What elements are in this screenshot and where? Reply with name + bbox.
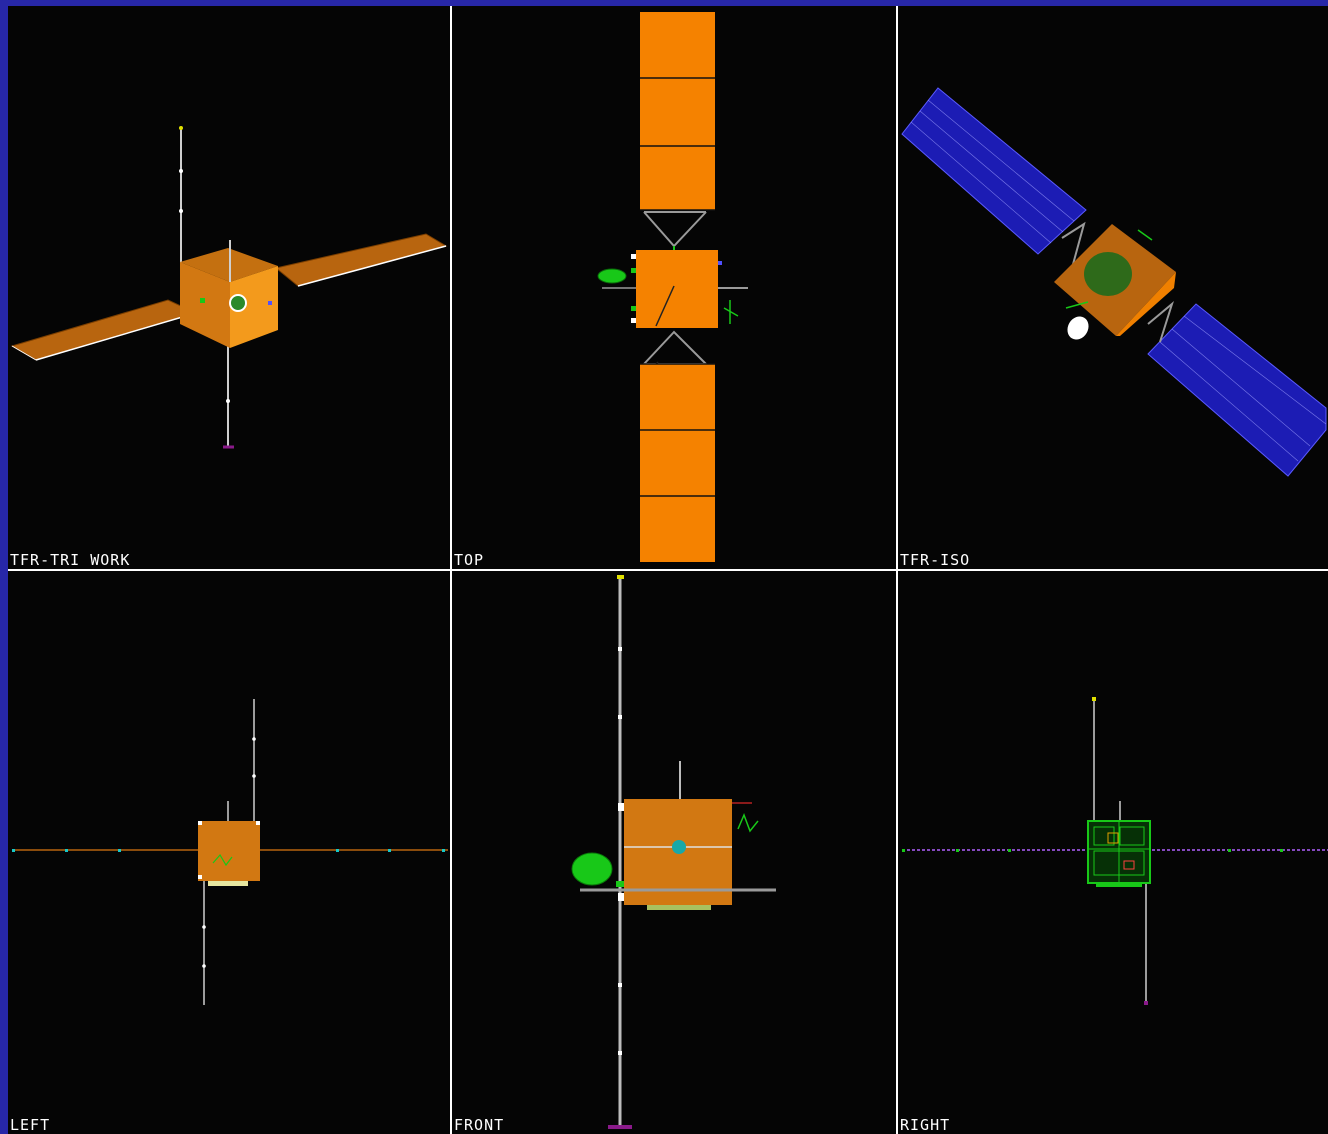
viewport-label-tfr-tri-work: TFR-TRI WORK (10, 551, 131, 569)
viewport-top[interactable]: TOP (452, 6, 896, 569)
viewport-tfr-iso[interactable]: TFR-ISO (898, 6, 1328, 569)
satellite-model-isometric (901, 87, 1327, 477)
viewport-label-top: TOP (454, 551, 485, 569)
viewport-tfr-tri-work[interactable]: TFR-TRI WORK (8, 6, 450, 569)
viewport-label-tfr-iso: TFR-ISO (900, 551, 971, 569)
satellite-model-left (12, 699, 448, 1005)
horizontal-divider (8, 569, 1328, 571)
satellite-model-right (902, 697, 1328, 1005)
satellite-model-perspective (10, 126, 448, 449)
viewport-front[interactable]: FRONT (452, 571, 896, 1134)
satellite-model-front (571, 575, 776, 1129)
viewport-right[interactable]: RIGHT (898, 571, 1328, 1134)
viewport-label-front: FRONT (454, 1116, 505, 1134)
satellite-model-top (597, 12, 748, 562)
viewport-left[interactable]: LEFT (8, 571, 450, 1134)
viewport-label-left: LEFT (10, 1116, 51, 1134)
viewport-label-right: RIGHT (900, 1116, 951, 1134)
